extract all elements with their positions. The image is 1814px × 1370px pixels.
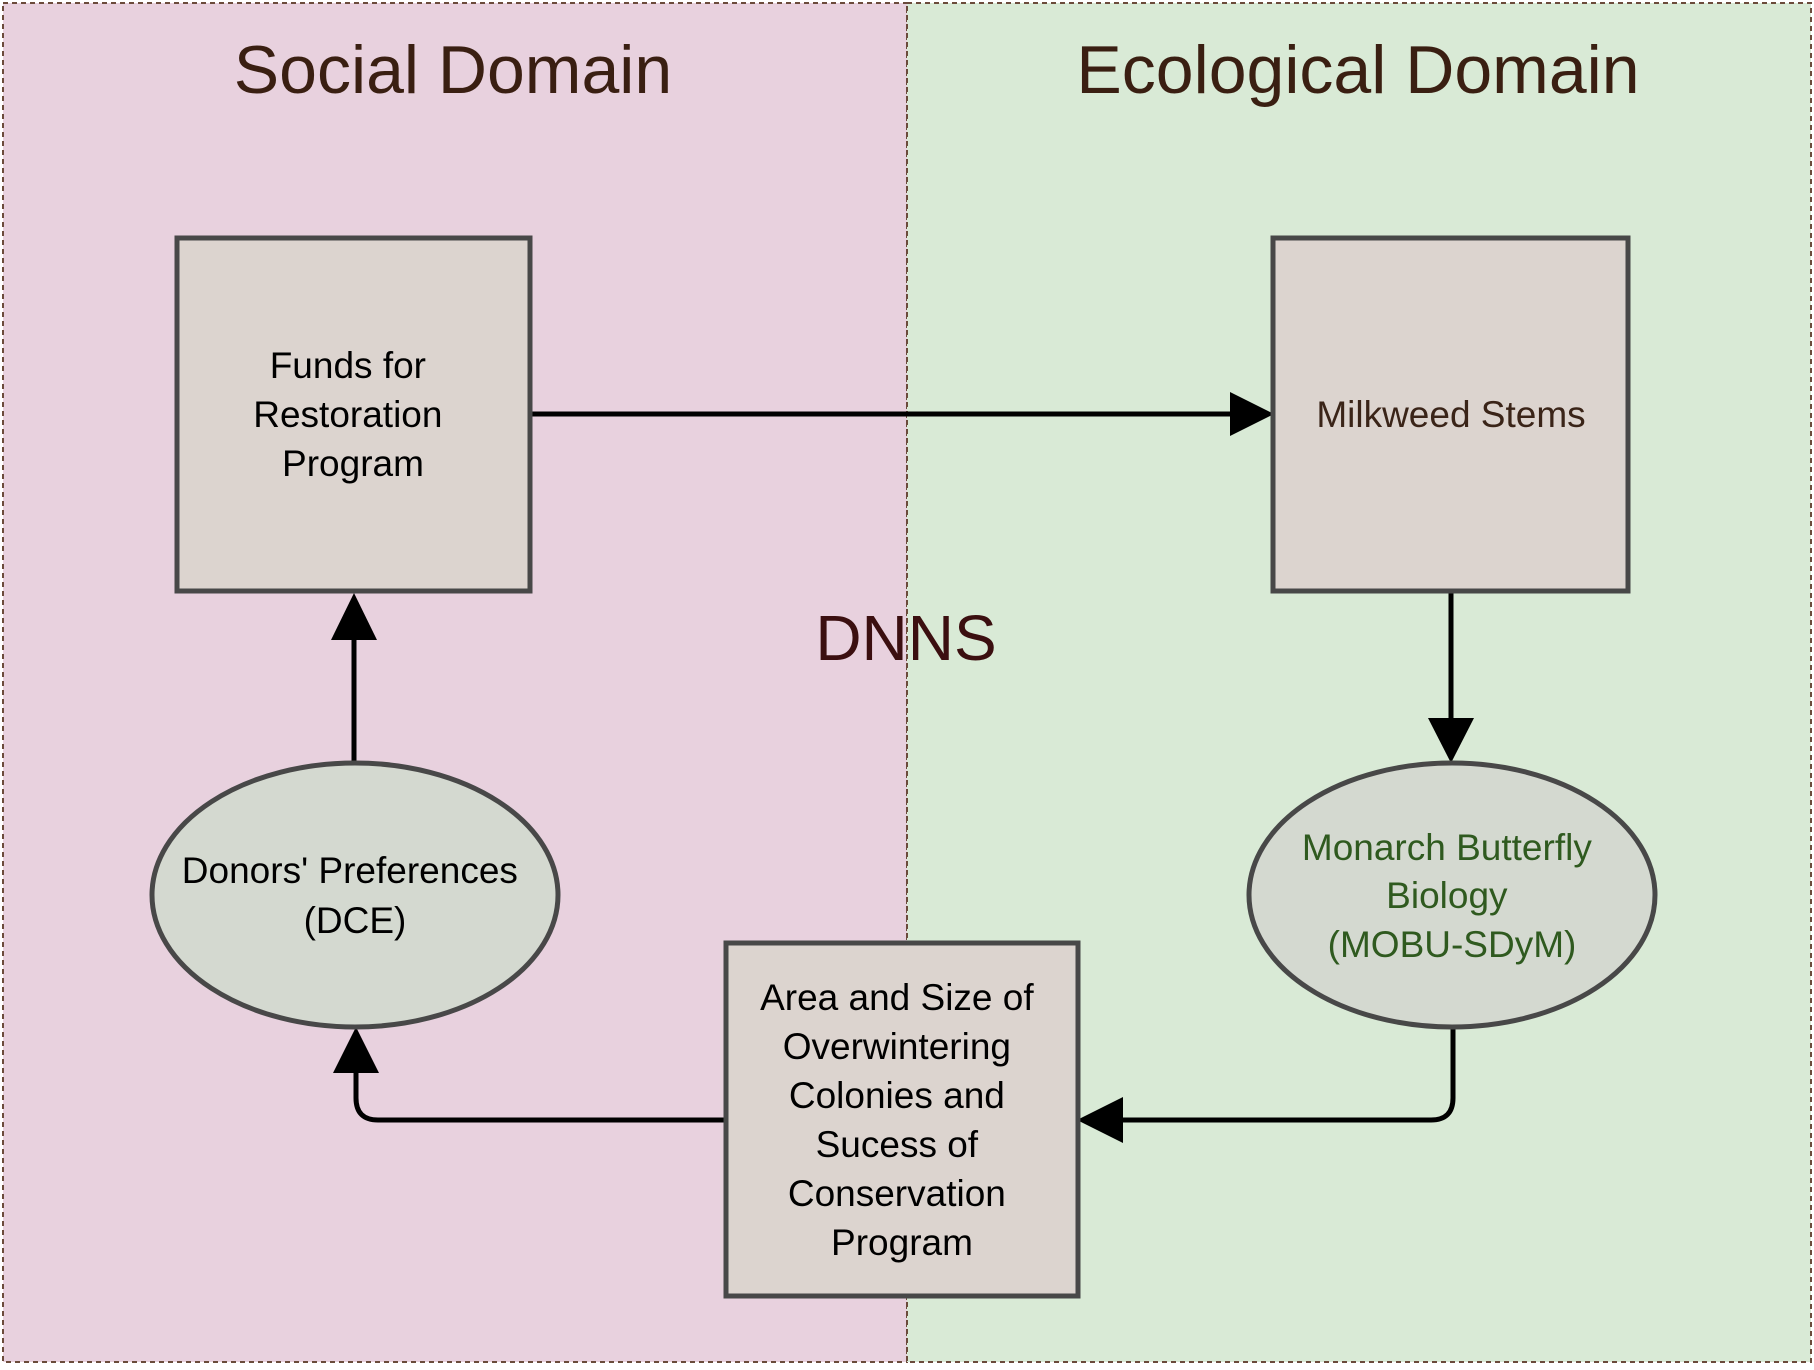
area-label-line: Conservation: [788, 1173, 1006, 1214]
ecological-domain-title: Ecological Domain: [1076, 32, 1639, 108]
monarch-label-line: (MOBU-SDyM): [1328, 924, 1577, 965]
donors-ellipse: [149, 760, 561, 1030]
node-monarch-butterfly-biology: Monarch Butterfly Biology (MOBU-SDyM): [1246, 760, 1658, 1030]
node-funds-for-restoration-program: Funds for Restoration Program: [174, 235, 533, 594]
edge-area-to-donors: [353, 1072, 727, 1123]
arrowhead-monarch-to-area: [1077, 1097, 1123, 1143]
arrowhead-area-to-donors: [333, 1027, 379, 1073]
milkweed-label: Milkweed Stems: [1316, 394, 1585, 435]
area-box: [723, 940, 1081, 1299]
area-label-line: Overwintering: [783, 1026, 1011, 1067]
node-milkweed-stems: Milkweed Stems: [1270, 235, 1631, 594]
funds-label-line: Funds for: [270, 345, 426, 386]
donors-label-line: (DCE): [304, 900, 407, 941]
monarch-label-line: Monarch Butterfly: [1302, 827, 1592, 868]
funds-label-line: Restoration: [253, 394, 442, 435]
node-area-and-size-of-overwintering-colonies: Area and Size of Overwintering Colonies …: [723, 940, 1081, 1299]
funds-label: Funds for Restoration Program: [253, 345, 453, 484]
donors-label-line: Donors' Preferences: [182, 850, 518, 891]
node-donors-preferences: Donors' Preferences (DCE): [149, 760, 561, 1030]
monarch-label: Monarch Butterfly Biology (MOBU-SDyM): [1302, 827, 1602, 965]
arrowhead-funds-to-milkweed: [1230, 392, 1274, 436]
funds-box: [174, 235, 533, 594]
milkweed-box: [1270, 235, 1631, 594]
area-label-line: Colonies and: [789, 1075, 1005, 1116]
milkweed-label-line: Milkweed Stems: [1316, 394, 1585, 435]
monarch-label-line: Biology: [1386, 875, 1508, 916]
area-label-line: Program: [831, 1222, 973, 1263]
funds-label-line: Program: [282, 443, 424, 484]
social-domain-title: Social Domain: [234, 32, 672, 108]
area-label-line: Area and Size of: [760, 977, 1034, 1018]
edge-monarch-to-area: [1118, 1027, 1456, 1123]
arrowhead-donors-to-funds: [331, 593, 377, 640]
dnns-label: DNNS: [815, 602, 996, 674]
donors-label: Donors' Preferences (DCE): [182, 850, 528, 941]
edges: [331, 392, 1474, 1143]
area-label-line: Sucess of: [816, 1124, 979, 1165]
arrowhead-milkweed-to-monarch: [1428, 718, 1474, 763]
area-label: Area and Size of Overwintering Colonies …: [760, 977, 1044, 1263]
monarch-ellipse: [1246, 760, 1658, 1030]
